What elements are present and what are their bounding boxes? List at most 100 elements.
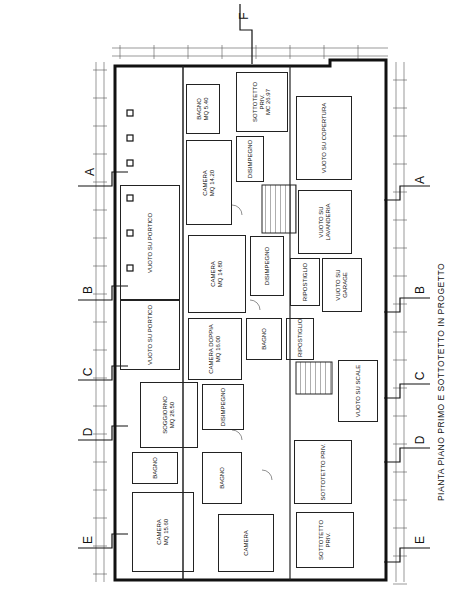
section-letter: F (237, 12, 251, 19)
room-name: BAGNO (152, 455, 159, 481)
room-label: DISIMPEGNO (220, 387, 227, 427)
room-label: SOTTOTETTO PRIV.MC 26.97 (252, 75, 272, 129)
room-area: MQ 14.20 (209, 143, 216, 222)
room-name: VUOTO SU COPERTURA (321, 99, 328, 177)
section-letter: B (81, 286, 95, 294)
room-area: MQ 28.50 (169, 385, 176, 445)
room-name: SOGGIORNO (162, 385, 169, 445)
room-box: SOGGIORNOMQ 28.50 (140, 382, 198, 448)
room-box: VUOTO SU PORTICO (120, 185, 180, 300)
room-box: DISIMPEGNO (250, 236, 284, 296)
room-name: CAMERA (156, 495, 163, 569)
stair-flight (296, 362, 332, 394)
columns (127, 110, 133, 271)
room-name: VUOTO SU PORTICO (147, 303, 154, 367)
room-box: BAGNO (132, 452, 178, 484)
room-label: DISIMPEGNO (247, 139, 254, 179)
drawing-title: PIANTA PIANO PRIMO E SOTTOTETTO IN PROGE… (436, 263, 446, 501)
room-name: RIPOSTIGLIO (302, 261, 309, 303)
room-label: RIPOSTIGLIO (302, 261, 309, 303)
room-box: SOTTOTETTO PRIV. (296, 512, 354, 568)
room-box: SOTTOTETTO PRIV. (294, 440, 352, 504)
room-name: CAMERA (210, 238, 217, 310)
room-area: MQ 5.40 (203, 87, 210, 131)
room-name: SOTTOTETTO PRIV. (252, 75, 265, 129)
room-label: BAGNO (219, 455, 226, 501)
room-name: CAMERA (243, 517, 250, 569)
section-letter: D (81, 428, 95, 437)
room-box: BAGNOMQ 5.40 (186, 84, 220, 134)
room-box: DISIMPEGNO (202, 384, 244, 430)
door-swings (232, 205, 272, 480)
room-name: SOTTOTETTO PRIV. (318, 515, 331, 565)
room-label: CAMERA (243, 517, 250, 569)
room-label: VUOTO SU COPERTURA (321, 99, 328, 177)
section-letter: B (413, 286, 427, 294)
room-box: DISIMPEGNO (236, 136, 264, 182)
room-area: MQ 16.00 (215, 321, 222, 377)
room-label: BAGNO (261, 321, 268, 357)
room-box: SOTTOTETTO PRIV.MC 26.97 (236, 72, 288, 132)
building-outline (115, 60, 386, 580)
room-name: VUOTO SU GARAGE (335, 261, 348, 309)
room-label: CAMERAMQ 14.80 (210, 238, 223, 310)
room-name: SOTTOTETTO PRIV. (320, 443, 327, 501)
section-letter: C (81, 368, 95, 377)
room-area: MQ 15.60 (163, 495, 170, 569)
room-name: VUOTO SU PORTICO (147, 188, 154, 297)
room-box: CAMERA DOPPIAMQ 16.00 (188, 318, 242, 380)
room-box: VUOTO SU SCALE (338, 360, 378, 422)
room-name: BAGNO (261, 321, 268, 357)
section-letter: D (413, 436, 427, 445)
inner-wall (182, 66, 184, 580)
section-letter: A (83, 168, 97, 176)
room-label: SOTTOTETTO PRIV. (320, 443, 327, 501)
room-name: DISIMPEGNO (247, 139, 254, 179)
room-name: DISIMPEGNO (220, 387, 227, 427)
room-label: BAGNO (152, 455, 159, 481)
room-area: MC 26.97 (265, 75, 272, 129)
room-name: RIPOSTIGLIO (297, 321, 304, 357)
room-label: CAMERA DOPPIAMQ 16.00 (208, 321, 221, 377)
section-letter: C (413, 372, 427, 381)
room-label: RIPOSTIGLIO (297, 321, 304, 357)
room-label: SOTTOTETTO PRIV. (318, 515, 331, 565)
section-letter: A (413, 176, 427, 184)
room-box: VUOTO SU LAVANDERIA (298, 190, 352, 254)
room-name: VUOTO SU LAVANDERIA (318, 193, 331, 251)
room-label: VUOTO SU PORTICO (147, 303, 154, 367)
inner-wall (289, 66, 290, 580)
room-box: CAMERAMQ 14.20 (186, 140, 232, 225)
section-cut-lines (78, 4, 430, 562)
room-label: DISIMPEGNO (264, 239, 271, 293)
section-letter: E (413, 536, 427, 544)
room-label: VUOTO SU SCALE (355, 363, 362, 419)
room-box: VUOTO SU COPERTURA (296, 96, 352, 180)
room-name: CAMERA (202, 143, 209, 222)
room-label: CAMERAMQ 14.20 (202, 143, 215, 222)
room-label: SOGGIORNOMQ 28.50 (162, 385, 175, 445)
room-box: VUOTO SU GARAGE (322, 258, 362, 312)
room-box: BAGNO (202, 452, 242, 504)
room-name: CAMERA DOPPIA (208, 321, 215, 377)
room-label: VUOTO SU GARAGE (335, 261, 348, 309)
room-name: BAGNO (219, 455, 226, 501)
room-box: VUOTO SU PORTICO (120, 300, 180, 370)
room-name: VUOTO SU SCALE (355, 363, 362, 419)
room-label: VUOTO SU PORTICO (147, 188, 154, 297)
room-name: DISIMPEGNO (264, 239, 271, 293)
room-box: CAMERAMQ 14.80 (188, 235, 246, 313)
room-box: RIPOSTIGLIO (286, 318, 314, 360)
room-label: VUOTO SU LAVANDERIA (318, 193, 331, 251)
section-letter: E (81, 536, 95, 544)
room-label: BAGNOMQ 5.40 (196, 87, 209, 131)
room-label: CAMERAMQ 15.60 (156, 495, 169, 569)
dimension-lines (93, 45, 407, 584)
room-box: RIPOSTIGLIO (290, 258, 320, 306)
stair-flight (262, 185, 296, 233)
room-box: BAGNO (246, 318, 282, 360)
room-box: CAMERAMQ 15.60 (132, 492, 194, 572)
room-box: CAMERA (218, 514, 274, 572)
